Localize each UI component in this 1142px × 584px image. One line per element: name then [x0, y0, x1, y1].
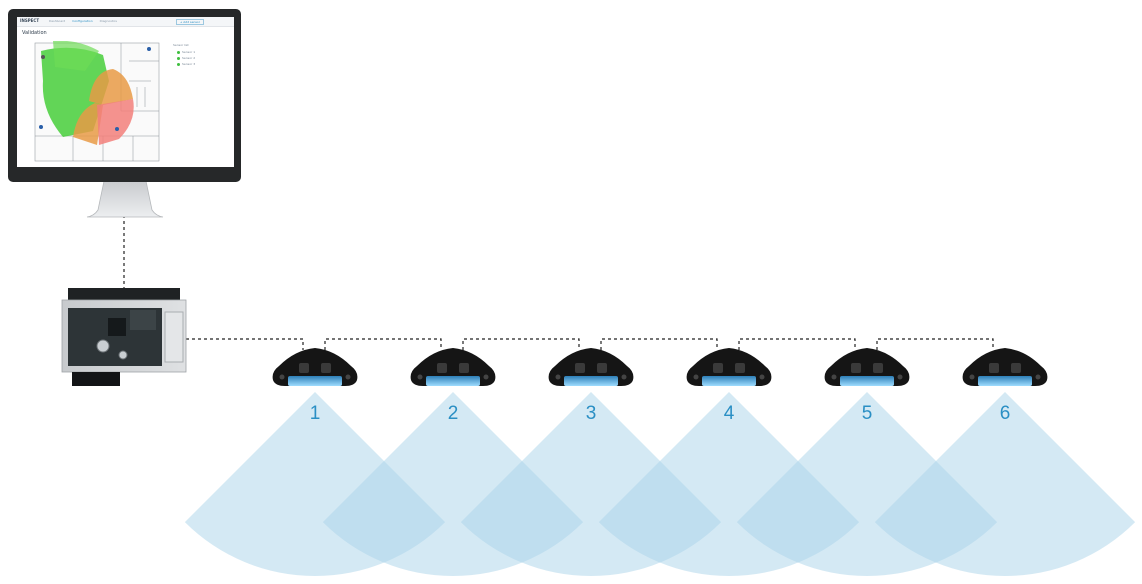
sensor-mount-hole — [969, 374, 975, 380]
radar-sensor-icon — [962, 348, 1048, 386]
sensor-number-3: 3 — [585, 403, 597, 424]
sensor-bus — [324, 338, 994, 350]
sensor-connector — [851, 363, 861, 373]
sensor-connector — [299, 363, 309, 373]
sensor-number-2: 2 — [447, 403, 459, 424]
controller-terminal — [164, 311, 184, 363]
sensor-lens-strip — [978, 376, 1032, 386]
screen-page-title: Validation — [22, 30, 47, 36]
radar-sensor-icon — [272, 348, 358, 386]
side-row: Sensor 3 — [173, 62, 228, 66]
radar-sensor-icon — [548, 348, 634, 386]
coverage-cones — [184, 392, 1136, 577]
sensor-connector — [1011, 363, 1021, 373]
sensor-number-5: 5 — [861, 403, 873, 424]
controller-capacitor — [118, 350, 128, 360]
radar-sensor-icon — [410, 348, 496, 386]
sensor-connector — [575, 363, 585, 373]
screen-action-button: + Add sensor — [175, 19, 204, 25]
sensor-number-6: 6 — [999, 403, 1011, 424]
side-row-label: Sensor 3 — [182, 62, 196, 66]
sensor-lens-strip — [564, 376, 618, 386]
status-dot — [177, 62, 180, 66]
sensor-mount-hole — [693, 374, 699, 380]
controller-chip — [108, 318, 126, 336]
sensor-row — [272, 348, 1048, 386]
sensor-marker — [147, 47, 151, 51]
heat-zone-green — [53, 41, 99, 71]
sensor-mount-hole — [279, 374, 285, 380]
screen-topbar: INSPECT Dashboard Configuration Diagnost… — [17, 17, 234, 27]
sensor-connector — [459, 363, 469, 373]
controller-top-connector — [68, 288, 180, 303]
sensor-mount-hole — [897, 374, 903, 380]
sensor-marker — [41, 55, 45, 59]
radar-sensor-icon — [824, 348, 910, 386]
sensor-lens-strip — [426, 376, 480, 386]
sensor-mount-hole — [417, 374, 423, 380]
sensor-lens-strip — [288, 376, 342, 386]
sensor-connector — [597, 363, 607, 373]
coverage-cone-6 — [874, 392, 1136, 576]
screen-tab-active: Configuration — [72, 19, 93, 23]
sensor-mount-hole — [345, 374, 351, 380]
monitor-stand — [86, 180, 164, 218]
sensor-mount-hole — [483, 374, 489, 380]
side-panel-title: Sensor list — [173, 43, 189, 47]
sensor-connector — [989, 363, 999, 373]
network-links — [123, 215, 994, 350]
controller-capacitor — [96, 339, 110, 353]
sensor-number-4: 4 — [723, 403, 735, 424]
sensor-connector — [713, 363, 723, 373]
screen-tab: Dashboard — [49, 19, 66, 23]
sensor-connector — [873, 363, 883, 373]
side-row: Sensor 1 — [173, 50, 228, 54]
sensor-number-1: 1 — [309, 403, 321, 424]
screen-tabs: Dashboard Configuration Diagnostics — [49, 19, 123, 23]
side-row-label: Sensor 1 — [182, 50, 196, 54]
status-dot — [177, 50, 180, 54]
heat-zone-red — [97, 99, 134, 145]
sensor-marker — [115, 127, 119, 131]
screen-tab: Diagnostics — [99, 19, 117, 23]
sensor-lens-strip — [840, 376, 894, 386]
sensor-mount-hole — [759, 374, 765, 380]
status-dot — [177, 56, 180, 60]
sensor-connector — [321, 363, 331, 373]
sensor-mount-hole — [1035, 374, 1041, 380]
controller-bus-link — [186, 338, 304, 350]
screen-side-panel: Sensor list Sensor 1 Sensor 2 Sensor 3 — [173, 43, 228, 68]
side-row: Sensor 2 — [173, 56, 228, 60]
sensor-lens-strip — [702, 376, 756, 386]
controller-module — [130, 310, 156, 330]
sensor-mount-hole — [621, 374, 627, 380]
control-unit-icon — [61, 288, 187, 386]
heat-zone-orange — [73, 103, 103, 145]
monitor-screen-ui: INSPECT Dashboard Configuration Diagnost… — [17, 17, 234, 167]
screen-brand: INSPECT — [20, 18, 40, 23]
radar-sensor-icon — [686, 348, 772, 386]
floor-plan-heatmap — [34, 41, 160, 162]
heat-zone-orange — [89, 69, 133, 105]
sensor-mount-hole — [831, 374, 837, 380]
sensor-marker — [39, 125, 43, 129]
sensor-connector — [735, 363, 745, 373]
sensor-connector — [437, 363, 447, 373]
sensor-mount-hole — [555, 374, 561, 380]
controller-bottom-connector — [72, 372, 120, 386]
side-row-label: Sensor 2 — [182, 56, 196, 60]
